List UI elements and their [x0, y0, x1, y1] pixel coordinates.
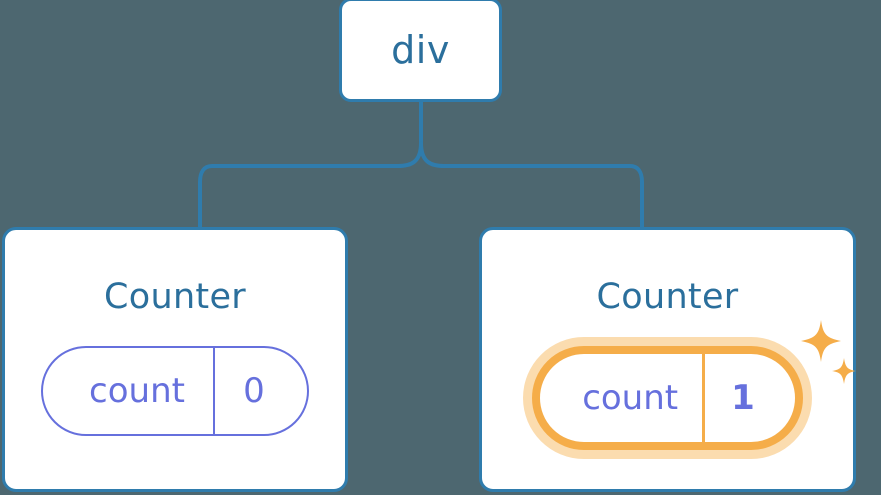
sparkle-large-icon [800, 320, 841, 362]
state-pill-body: count 0 [41, 346, 309, 436]
node-title: Counter [596, 277, 739, 317]
state-pill-name: count [89, 371, 185, 411]
state-pill-value: 1 [702, 354, 795, 442]
node-counter-right[interactable]: Counter count 1 [479, 227, 856, 492]
node-title: Counter [104, 277, 246, 317]
sparkle-group [800, 320, 856, 384]
connector-branch-right [419, 141, 644, 229]
node-root-label: div [391, 28, 450, 72]
node-root-div[interactable]: div [339, 0, 502, 102]
state-pill[interactable]: count 0 [41, 346, 309, 436]
node-counter-left[interactable]: Counter count 0 [2, 227, 348, 492]
connector-branch-left [198, 141, 423, 229]
state-pill-highlighted[interactable]: count 1 [532, 320, 856, 450]
state-pill-body: count 1 [532, 346, 803, 450]
state-pill-name: count [582, 378, 679, 418]
sparkle-small-icon [831, 358, 856, 384]
state-pill-value: 0 [212, 348, 307, 434]
